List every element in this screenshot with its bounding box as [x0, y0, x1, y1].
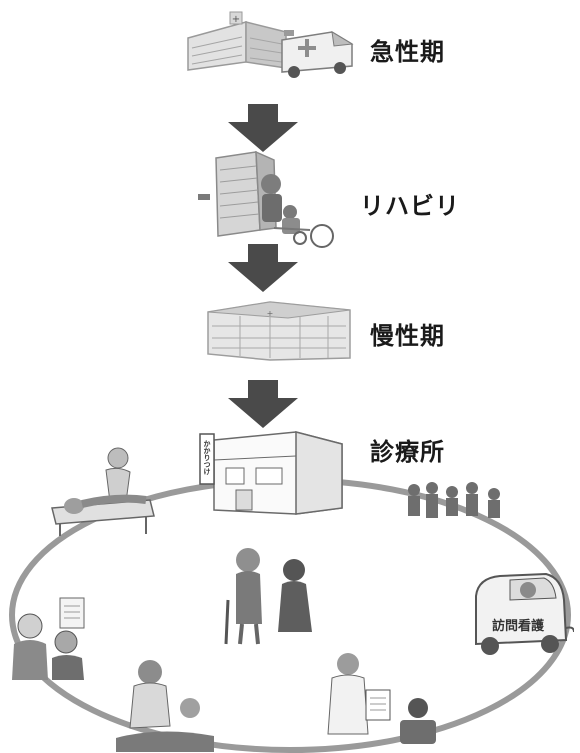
- stage-label-chronic: 慢性期: [370, 322, 445, 350]
- stage-label-acute: 急性期: [370, 38, 445, 66]
- arrow-down-icon: [228, 380, 298, 428]
- stage-label-clinic: 診療所: [370, 438, 445, 466]
- ambulance-icon: [278, 26, 358, 78]
- svg-text:+: +: [267, 309, 274, 318]
- arrow-down-icon: [228, 244, 298, 292]
- family-group-icon: [6, 596, 100, 684]
- svg-text:+: +: [232, 14, 240, 25]
- group-people-icon: [402, 476, 512, 532]
- doctor-icon: [318, 650, 442, 753]
- caregiver-icon: [110, 656, 220, 753]
- elderly-couple-icon: [220, 540, 320, 650]
- arrow-down-icon: [228, 104, 298, 152]
- visiting-nurse-car-icon: 訪問看護: [470, 566, 574, 666]
- hospital-icon: +: [186, 10, 356, 80]
- clinic-icon: かかりつけ: [196, 430, 346, 516]
- stage-label-rehab: リハビリ: [360, 192, 460, 220]
- care-facility-icon: +: [200, 296, 360, 366]
- wheelchair-icon: [270, 200, 340, 250]
- clinic-sign-label: かかりつけ: [203, 440, 211, 476]
- physical-therapy-icon: [46, 444, 160, 540]
- rehab-building-icon: [196, 150, 346, 250]
- visiting-nurse-sign-label: 訪問看護: [492, 618, 545, 634]
